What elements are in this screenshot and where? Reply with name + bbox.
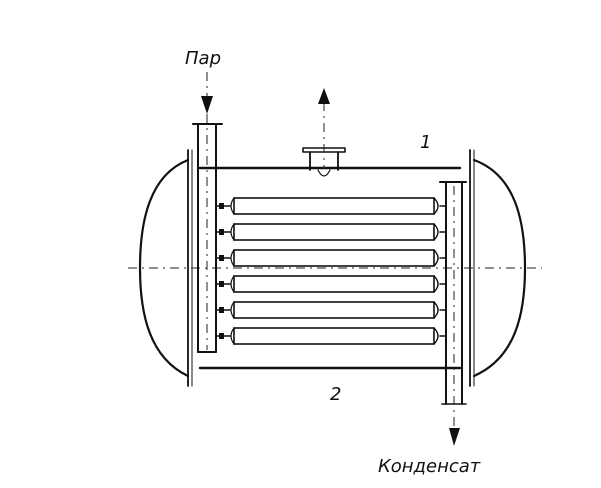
part-2-label: 2 (330, 384, 341, 405)
heating-tubes (215, 197, 447, 345)
arrow-down-icon (201, 96, 213, 114)
heating-tube (215, 301, 447, 319)
heating-tube (215, 223, 447, 241)
steam-label: Пар (185, 48, 221, 69)
heating-tube (215, 275, 447, 293)
top-nozzle (302, 88, 346, 177)
part-1-label: 1 (420, 132, 431, 153)
condensate-header (439, 181, 467, 446)
right-end-cap (472, 158, 527, 378)
condensate-label: Конденсат (378, 456, 481, 477)
heating-tube (215, 327, 447, 345)
arrow-up-icon (318, 88, 330, 104)
left-end-cap (138, 158, 190, 378)
heating-tube (215, 197, 447, 215)
vessel-shell (128, 149, 542, 387)
heating-tube (215, 249, 447, 267)
steam-inlet-pipe (192, 72, 223, 353)
arrow-down-icon (449, 428, 460, 446)
